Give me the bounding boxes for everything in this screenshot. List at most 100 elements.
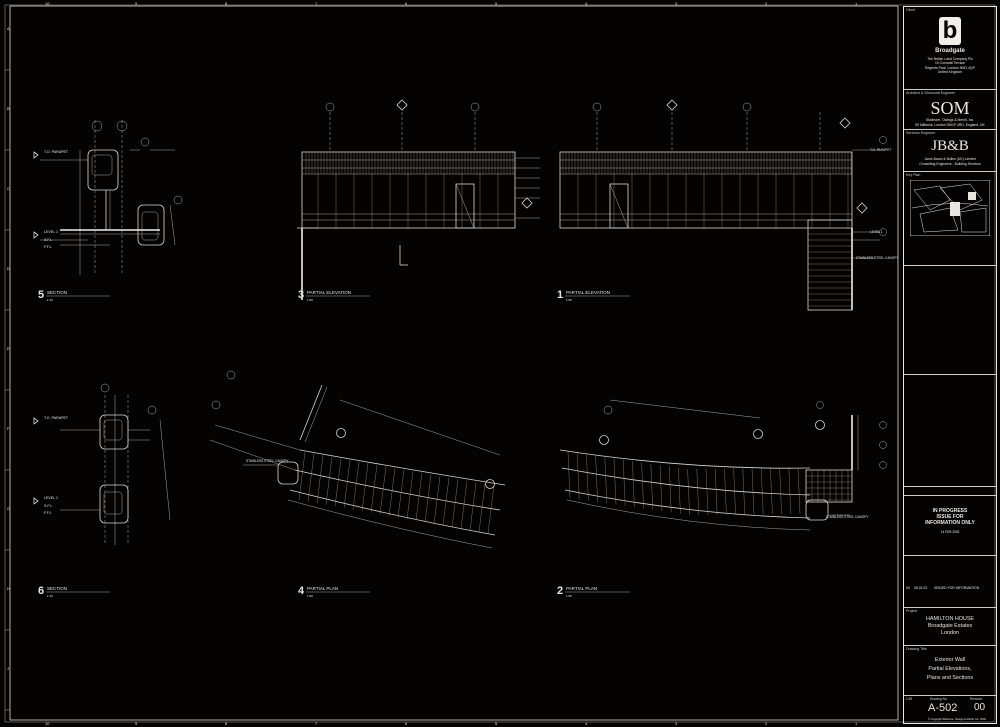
grid-row-letter: D	[7, 266, 10, 271]
view-title-2: 2 PARTIAL PLAN 1:50	[557, 585, 630, 598]
plan-grid-line	[415, 472, 423, 521]
view-5-number: 5	[38, 289, 44, 301]
grid-row-letter: E	[7, 346, 10, 351]
plan-4-canopy-note: STAINLESS STEEL CANOPY	[246, 459, 289, 463]
grid-col-number: 2	[765, 721, 768, 726]
plan-grid-line	[733, 468, 736, 515]
jbb-logo: JB&B	[931, 138, 969, 154]
view-6-label: SECTION	[47, 586, 67, 591]
view-3-label: PARTIAL ELEVATION	[307, 290, 351, 295]
view-2-scale: 1:50	[566, 594, 572, 598]
view-4-label: PARTIAL PLAN	[307, 586, 338, 591]
plan-grid-line	[298, 451, 306, 501]
section-5-ffl-label: F.F.L	[44, 245, 52, 249]
plan-grid-line	[696, 468, 699, 515]
grid-col-number: 1	[855, 1, 858, 6]
services-panel: Services Engineer JB&B Jaros Baum & Boll…	[904, 129, 996, 171]
plan-grid-line	[659, 464, 663, 512]
plan-grid-line	[442, 477, 450, 526]
grid-col-number: 2	[765, 1, 768, 6]
section-5-sfl-label: S.F.L	[44, 238, 52, 242]
plan-grid-line	[325, 456, 333, 505]
title-block: Client b Broadgate The British Land Comp…	[903, 6, 997, 724]
view-1-label: PARTIAL ELEVATION	[566, 290, 610, 295]
grid-col-number: 3	[675, 1, 678, 6]
plan-grid-line	[797, 467, 801, 514]
som-logo: SOM	[930, 98, 970, 118]
sheet-border	[4, 4, 996, 723]
drawing-title-panel: Drawing Title Exterior Wall Partial Elev…	[904, 645, 996, 695]
view-1-scale: 1:50	[566, 298, 572, 302]
grid-col-number: 9	[135, 721, 138, 726]
key-plan-map	[910, 180, 990, 236]
drawing-number-panel: 1:20 Drawing No. Revision A-502 00 © Cop…	[904, 695, 996, 723]
architect-address: 59 Millbank, London SW1P 4RD, England, U…	[915, 123, 985, 127]
grid-col-number: 5	[495, 721, 498, 726]
plan-grid-line	[388, 467, 396, 517]
key-plan-label: Key Plan	[906, 173, 921, 177]
view-title-6: 6 SECTION 1:10	[38, 585, 110, 598]
plan-4-drawing: STAINLESS STEEL CANOPY	[209, 370, 506, 549]
view-6-scale: 1:10	[47, 594, 53, 598]
grid-col-number: 9	[135, 1, 138, 6]
elevation-1-parapet-label: T.O. PARAPET	[870, 148, 891, 152]
plan-grid-line	[397, 469, 405, 518]
section-5-level-label: LEVEL 1	[44, 230, 58, 234]
services-sub: Consulting Engineers - Building Services	[919, 162, 981, 166]
grid-col-number: 8	[225, 1, 228, 6]
plan-grid-line	[669, 466, 672, 513]
plan-grid-line	[742, 468, 745, 515]
grid-col-number: 10	[45, 721, 50, 726]
plan-grid-line	[613, 458, 617, 505]
project-label: Project	[906, 609, 918, 613]
grid-col-number: 3	[675, 721, 678, 726]
key-plan-panel: Key Plan	[904, 171, 996, 265]
elevation-3-drawing	[297, 99, 540, 300]
plan-grid-line	[343, 459, 351, 509]
grid-row-letter: A	[7, 26, 10, 31]
grid-row-letter: G	[7, 506, 10, 511]
grid-row-letter: H	[7, 586, 10, 591]
grid-row-letter: J	[7, 666, 9, 671]
plan-grid-line	[370, 464, 378, 513]
grid-row-letter: F	[7, 426, 10, 431]
issue-status-stamp: IN PROGRESS ISSUE FOR INFORMATION ONLY	[925, 508, 975, 526]
plan-grid-line	[595, 455, 598, 502]
plan-grid-line	[451, 479, 459, 528]
section-6-ffl-label: F.F.L	[44, 511, 52, 515]
plan-grid-line	[316, 455, 324, 504]
copyright: © Copyright Skidmore, Owings & Merrill, …	[928, 718, 986, 721]
plan-grid-line	[779, 467, 782, 515]
section-6-drawing: T.O. PARAPET LEVEL 1 S.F.L F.F.L	[33, 383, 171, 545]
plan-2-drawing: STAINLESS STEEL CANOPY	[559, 399, 887, 531]
drawing-title-label: Drawing Title	[906, 647, 927, 651]
view-5-scale: 1:10	[47, 298, 53, 302]
revision-label: Revision	[970, 697, 983, 701]
revision-panel: 00 08.02.03 ISSUED FOR INFORMATION	[904, 555, 996, 607]
drawing-frame	[9, 5, 899, 721]
services-name: Jaros Baum & Bolles (UK) Limited	[924, 157, 976, 161]
view-title-3: 3 PARTIAL ELEVATION 1:50	[298, 289, 370, 302]
services-label: Services Engineer	[906, 131, 936, 135]
view-5-label: SECTION	[47, 290, 67, 295]
client-address: The British Land Company Plc 10 Cornwall…	[925, 57, 975, 75]
client-panel: Client b Broadgate The British Land Comp…	[904, 7, 996, 89]
grid-col-number: 8	[225, 721, 228, 726]
plan-grid-line	[604, 457, 607, 504]
grid-col-number: 4	[585, 721, 588, 726]
issue-status-panel: IN PROGRESS ISSUE FOR INFORMATION ONLY 1…	[904, 495, 996, 555]
plan-grid-line	[715, 468, 718, 515]
view-3-scale: 1:50	[307, 298, 313, 302]
plan-grid-line	[641, 462, 644, 509]
plan-grid-line	[724, 468, 727, 515]
plan-grid-line	[687, 468, 690, 516]
broadgate-logo-icon: b	[939, 17, 961, 45]
grid-col-number: 6	[405, 1, 408, 6]
section-5-parapet-label: T.O. PARAPET	[44, 150, 69, 154]
plan-grid-line	[678, 467, 681, 514]
drawing-number-label: Drawing No.	[930, 697, 948, 701]
view-4-scale: 1:50	[307, 594, 313, 598]
grid-col-number: 10	[45, 1, 50, 6]
plan-grid-line	[334, 458, 342, 507]
plan-grid-line	[460, 480, 468, 529]
